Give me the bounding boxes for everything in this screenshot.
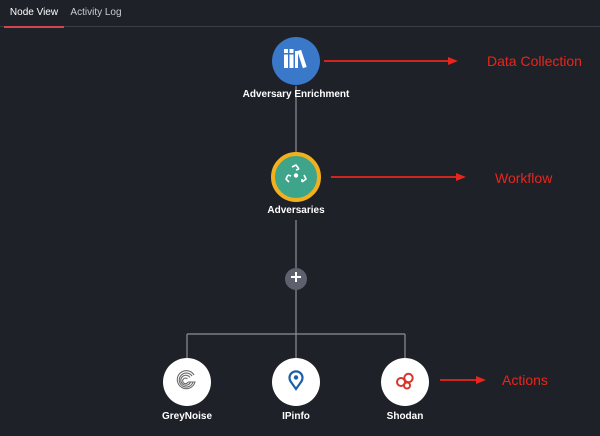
node-ipinfo[interactable] bbox=[272, 358, 320, 406]
node-label-adversary-enrichment: Adversary Enrichment bbox=[242, 89, 350, 100]
ipinfo-pin-icon bbox=[285, 368, 307, 397]
node-label-ipinfo: IPinfo bbox=[282, 411, 310, 422]
tab-node-view[interactable]: Node View bbox=[4, 0, 64, 28]
node-adversaries[interactable] bbox=[271, 152, 321, 202]
node-shodan[interactable] bbox=[381, 358, 429, 406]
node-label-adversaries: Adversaries bbox=[267, 205, 325, 216]
annotation-workflow: Workflow bbox=[495, 170, 553, 186]
shodan-logo-icon bbox=[393, 368, 417, 397]
arrow-actions bbox=[440, 376, 486, 384]
node-greynoise[interactable] bbox=[163, 358, 211, 406]
arrow-workflow bbox=[331, 173, 466, 181]
annotation-actions: Actions bbox=[502, 372, 548, 388]
node-adversary-enrichment[interactable] bbox=[272, 37, 320, 85]
recycle-icon bbox=[283, 163, 309, 192]
add-node-button[interactable] bbox=[285, 268, 307, 290]
tab-bar: Node View Activity Log bbox=[0, 0, 600, 28]
plus-icon bbox=[290, 270, 302, 288]
annotation-data-collection: Data Collection bbox=[487, 53, 582, 69]
node-label-greynoise: GreyNoise bbox=[161, 411, 213, 422]
tab-activity-log[interactable]: Activity Log bbox=[70, 7, 122, 18]
greynoise-logo-icon bbox=[175, 368, 199, 397]
node-label-shodan: Shodan bbox=[386, 411, 424, 422]
arrow-data-collection bbox=[324, 57, 458, 65]
library-books-icon bbox=[283, 47, 309, 76]
